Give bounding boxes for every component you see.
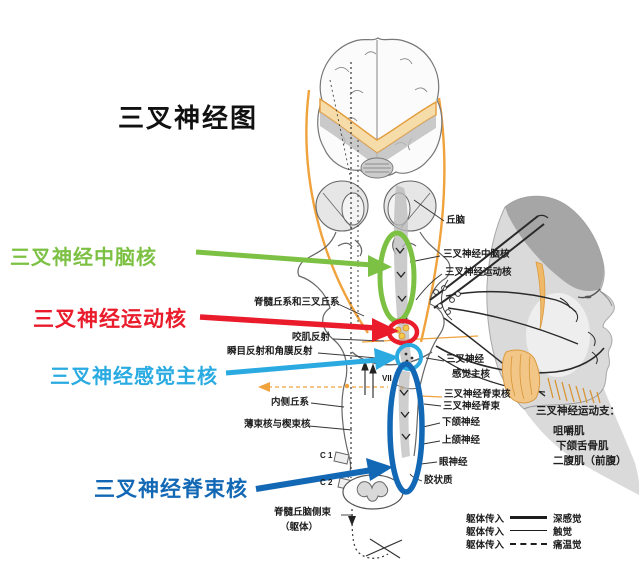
motor-nucleus-arrow: [199, 314, 399, 342]
page-title: 三叉神经图: [118, 103, 259, 133]
label-motor-branch-mylohyoid: 下颌舌骨肌: [556, 440, 609, 452]
label-motor-nucleus-small: 三叉神经运动核: [445, 267, 512, 278]
spinal-cord-illustration: [333, 451, 404, 510]
label-medial-lemniscus: 内侧丘系: [271, 397, 310, 408]
trigeminal-nerve-branches: [429, 214, 605, 397]
legend-solid-thick-line: [510, 516, 547, 519]
legend-left-label: 躯体传入: [465, 526, 504, 538]
label-gracile-cuneate-nuclei: 薄束核与楔束核: [244, 419, 311, 430]
label-masseter-reflex: 咬肌反射: [292, 332, 331, 343]
ophthalmic-branch: [445, 290, 577, 313]
annotation-spinal-nucleus: 三叉神经脊束核: [94, 478, 248, 501]
legend-dashed-line: [510, 542, 547, 545]
legend-row-pain-temperature: 躯体传入 痛温觉: [464, 537, 582, 551]
neck-shading: [524, 389, 639, 495]
pathway-dashed-lines: [350, 62, 403, 559]
spinal-nucleus-ellipse: [387, 361, 425, 495]
legend-solid-thin-line: [510, 530, 547, 531]
label-lateral-spinothalamic-tract: 脊髓丘脑侧束: [274, 507, 332, 518]
gray-band: [320, 112, 436, 166]
label-main-sensory-line2: 感觉主核: [452, 369, 491, 380]
legend-row-touch: 躯体传入 触觉: [464, 524, 582, 538]
spinal-nucleus-arrow: [255, 458, 393, 492]
legend-right-label: 触觉: [553, 526, 573, 538]
label-mandibular-nerve: 下颌神经: [442, 417, 481, 428]
sensory-nucleus-arrow: [225, 348, 399, 376]
masseter-muscle: [501, 349, 541, 404]
legend-row-deep-sensation: 躯体传入 深感觉: [464, 511, 582, 525]
orange-pointer-spinal-tract: [419, 395, 443, 398]
thalamus-illustration: [315, 180, 437, 232]
forehead-shading: [505, 196, 604, 292]
jaw-outline: [523, 388, 604, 410]
label-c1: C 1: [320, 451, 333, 460]
midbrain-nucleus-arrow: [195, 249, 392, 277]
legend-left-label: 躯体传入: [465, 513, 504, 525]
label-spino-trigeminal-lemniscus: 脊髓丘系和三叉丘系: [254, 297, 340, 308]
maxillary-branch: [447, 307, 579, 345]
mylohyoid-fibers: [547, 377, 601, 404]
gray-matter-butterfly: [356, 481, 389, 502]
funnel-line-left: [305, 89, 369, 334]
label-blink-corneal-reflex: 瞬目反射和角膜反射: [227, 346, 313, 357]
jaw-muscles: [501, 349, 601, 404]
label-motor-branch-masseter: 咀嚼肌: [553, 425, 585, 437]
label-c2: C 2: [320, 478, 333, 487]
label-maxillary-nerve: 上颌神经: [442, 435, 481, 446]
legend-left-label: 躯体传入: [465, 539, 504, 551]
ascending-arrows: [361, 360, 377, 398]
label-substantia-gelatinosa: 胶状质: [424, 475, 453, 486]
label-vii: VII: [382, 374, 392, 383]
label-motor-branches-title: 三叉神经运动支：: [536, 405, 620, 417]
line-legend: 躯体传入 深感觉 躯体传入 触觉 躯体传入 痛温觉: [464, 511, 582, 551]
annotation-sensory-nucleus: 三叉神经感觉主核: [50, 366, 218, 388]
label-motor-branch-digastric: 二腹肌（前腹）: [553, 455, 627, 467]
legend-right-label: 深感觉: [553, 513, 582, 525]
label-thalamus: 丘脑: [446, 215, 466, 226]
annotation-midbrain-nucleus: 三叉神经中脑核: [10, 247, 157, 269]
eye: [584, 295, 592, 299]
annotation-motor-nucleus: 三叉神经运动核: [33, 308, 187, 331]
brain-illustration: [317, 37, 443, 181]
trigeminal-ganglion: [433, 279, 461, 321]
label-spinal-tract-nucleus-small: 三叉神经脊束核: [444, 389, 511, 400]
label-soma: （躯体）: [280, 522, 319, 533]
label-spinal-tract-small: 三叉神经脊束: [443, 401, 501, 412]
label-main-sensory-line1: 三叉神经: [446, 354, 485, 365]
orange-arrowhead: [258, 382, 270, 392]
legend-right-label: 痛温觉: [553, 539, 582, 551]
label-ophthalmic-nerve: 眼神经: [439, 457, 468, 468]
label-midbrain-nucleus-small: 三叉神经中脑核: [443, 249, 510, 260]
